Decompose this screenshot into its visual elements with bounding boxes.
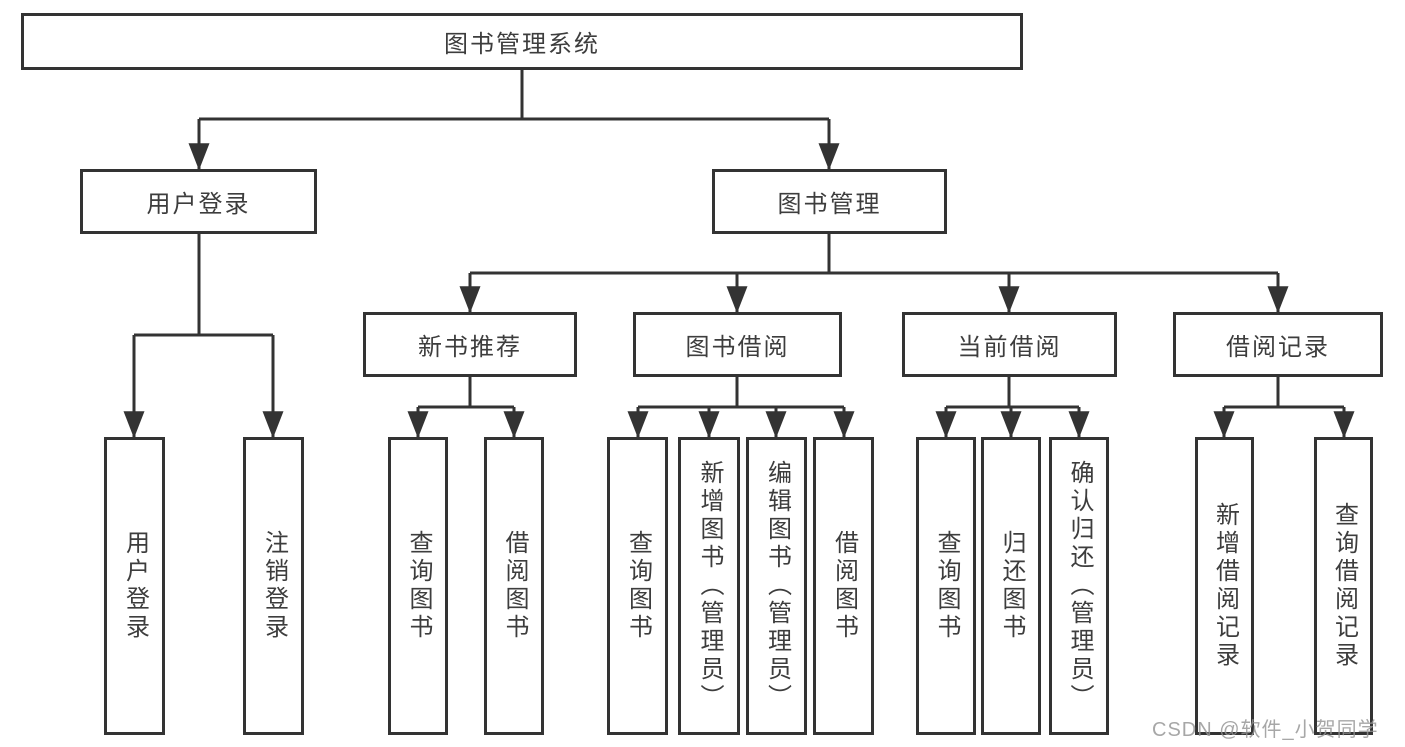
leaf-return-books: 归还图书 [981,437,1041,735]
node-root-label: 图书管理系统 [444,31,600,58]
leaf-label: 查询借阅记录 [1330,502,1358,670]
node-label: 新书推荐 [418,334,522,361]
node-new-book-recommend: 新书推荐 [363,312,577,377]
leaf-add-books-admin: 新增图书（管理员） [678,437,740,735]
leaf-label: 借阅图书 [501,530,528,642]
leaf-edit-books-admin: 编辑图书（管理员） [746,437,807,735]
node-label: 借阅记录 [1226,334,1330,361]
leaf-borrow-books: 借阅图书 [813,437,874,735]
node-user-login: 用户登录 [80,169,317,234]
node-label: 图书管理 [777,191,882,218]
leaf-label: 查询图书 [405,530,432,642]
node-book-borrow: 图书借阅 [633,312,842,377]
leaf-label: 借阅图书 [830,530,858,642]
node-current-borrow: 当前借阅 [902,312,1117,377]
leaf-label: 归还图书 [998,530,1025,642]
node-label: 当前借阅 [957,334,1062,361]
leaf-query-books-recommend: 查询图书 [388,437,448,735]
node-borrow-records: 借阅记录 [1173,312,1383,377]
leaf-label: 查询图书 [933,530,960,642]
node-root: 图书管理系统 [21,13,1023,70]
leaf-query-books-current: 查询图书 [916,437,976,735]
leaf-user-login: 用户登录 [104,437,165,735]
leaf-logout: 注销登录 [243,437,304,735]
leaf-label: 新增图书（管理员） [696,460,723,712]
node-label: 用户登录 [146,191,251,218]
leaf-query-borrow-record: 查询借阅记录 [1314,437,1373,735]
leaf-label: 用户登录 [121,530,149,642]
leaf-query-books-borrow: 查询图书 [607,437,668,735]
leaf-label: 查询图书 [624,530,652,642]
node-book-management: 图书管理 [712,169,947,234]
node-label: 图书借阅 [685,334,790,361]
leaf-label: 编辑图书（管理员） [763,460,791,712]
leaf-borrow-books-recommend: 借阅图书 [484,437,544,735]
connector-arrows [123,119,1355,439]
leaf-add-borrow-record: 新增借阅记录 [1195,437,1254,735]
watermark: CSDN @软件_小贺同学 [1152,719,1379,741]
leaf-confirm-return-admin: 确认归还（管理员） [1049,437,1109,735]
leaf-label: 新增借阅记录 [1211,502,1239,670]
leaf-label: 注销登录 [260,530,288,642]
leaf-label: 确认归还（管理员） [1066,460,1093,712]
